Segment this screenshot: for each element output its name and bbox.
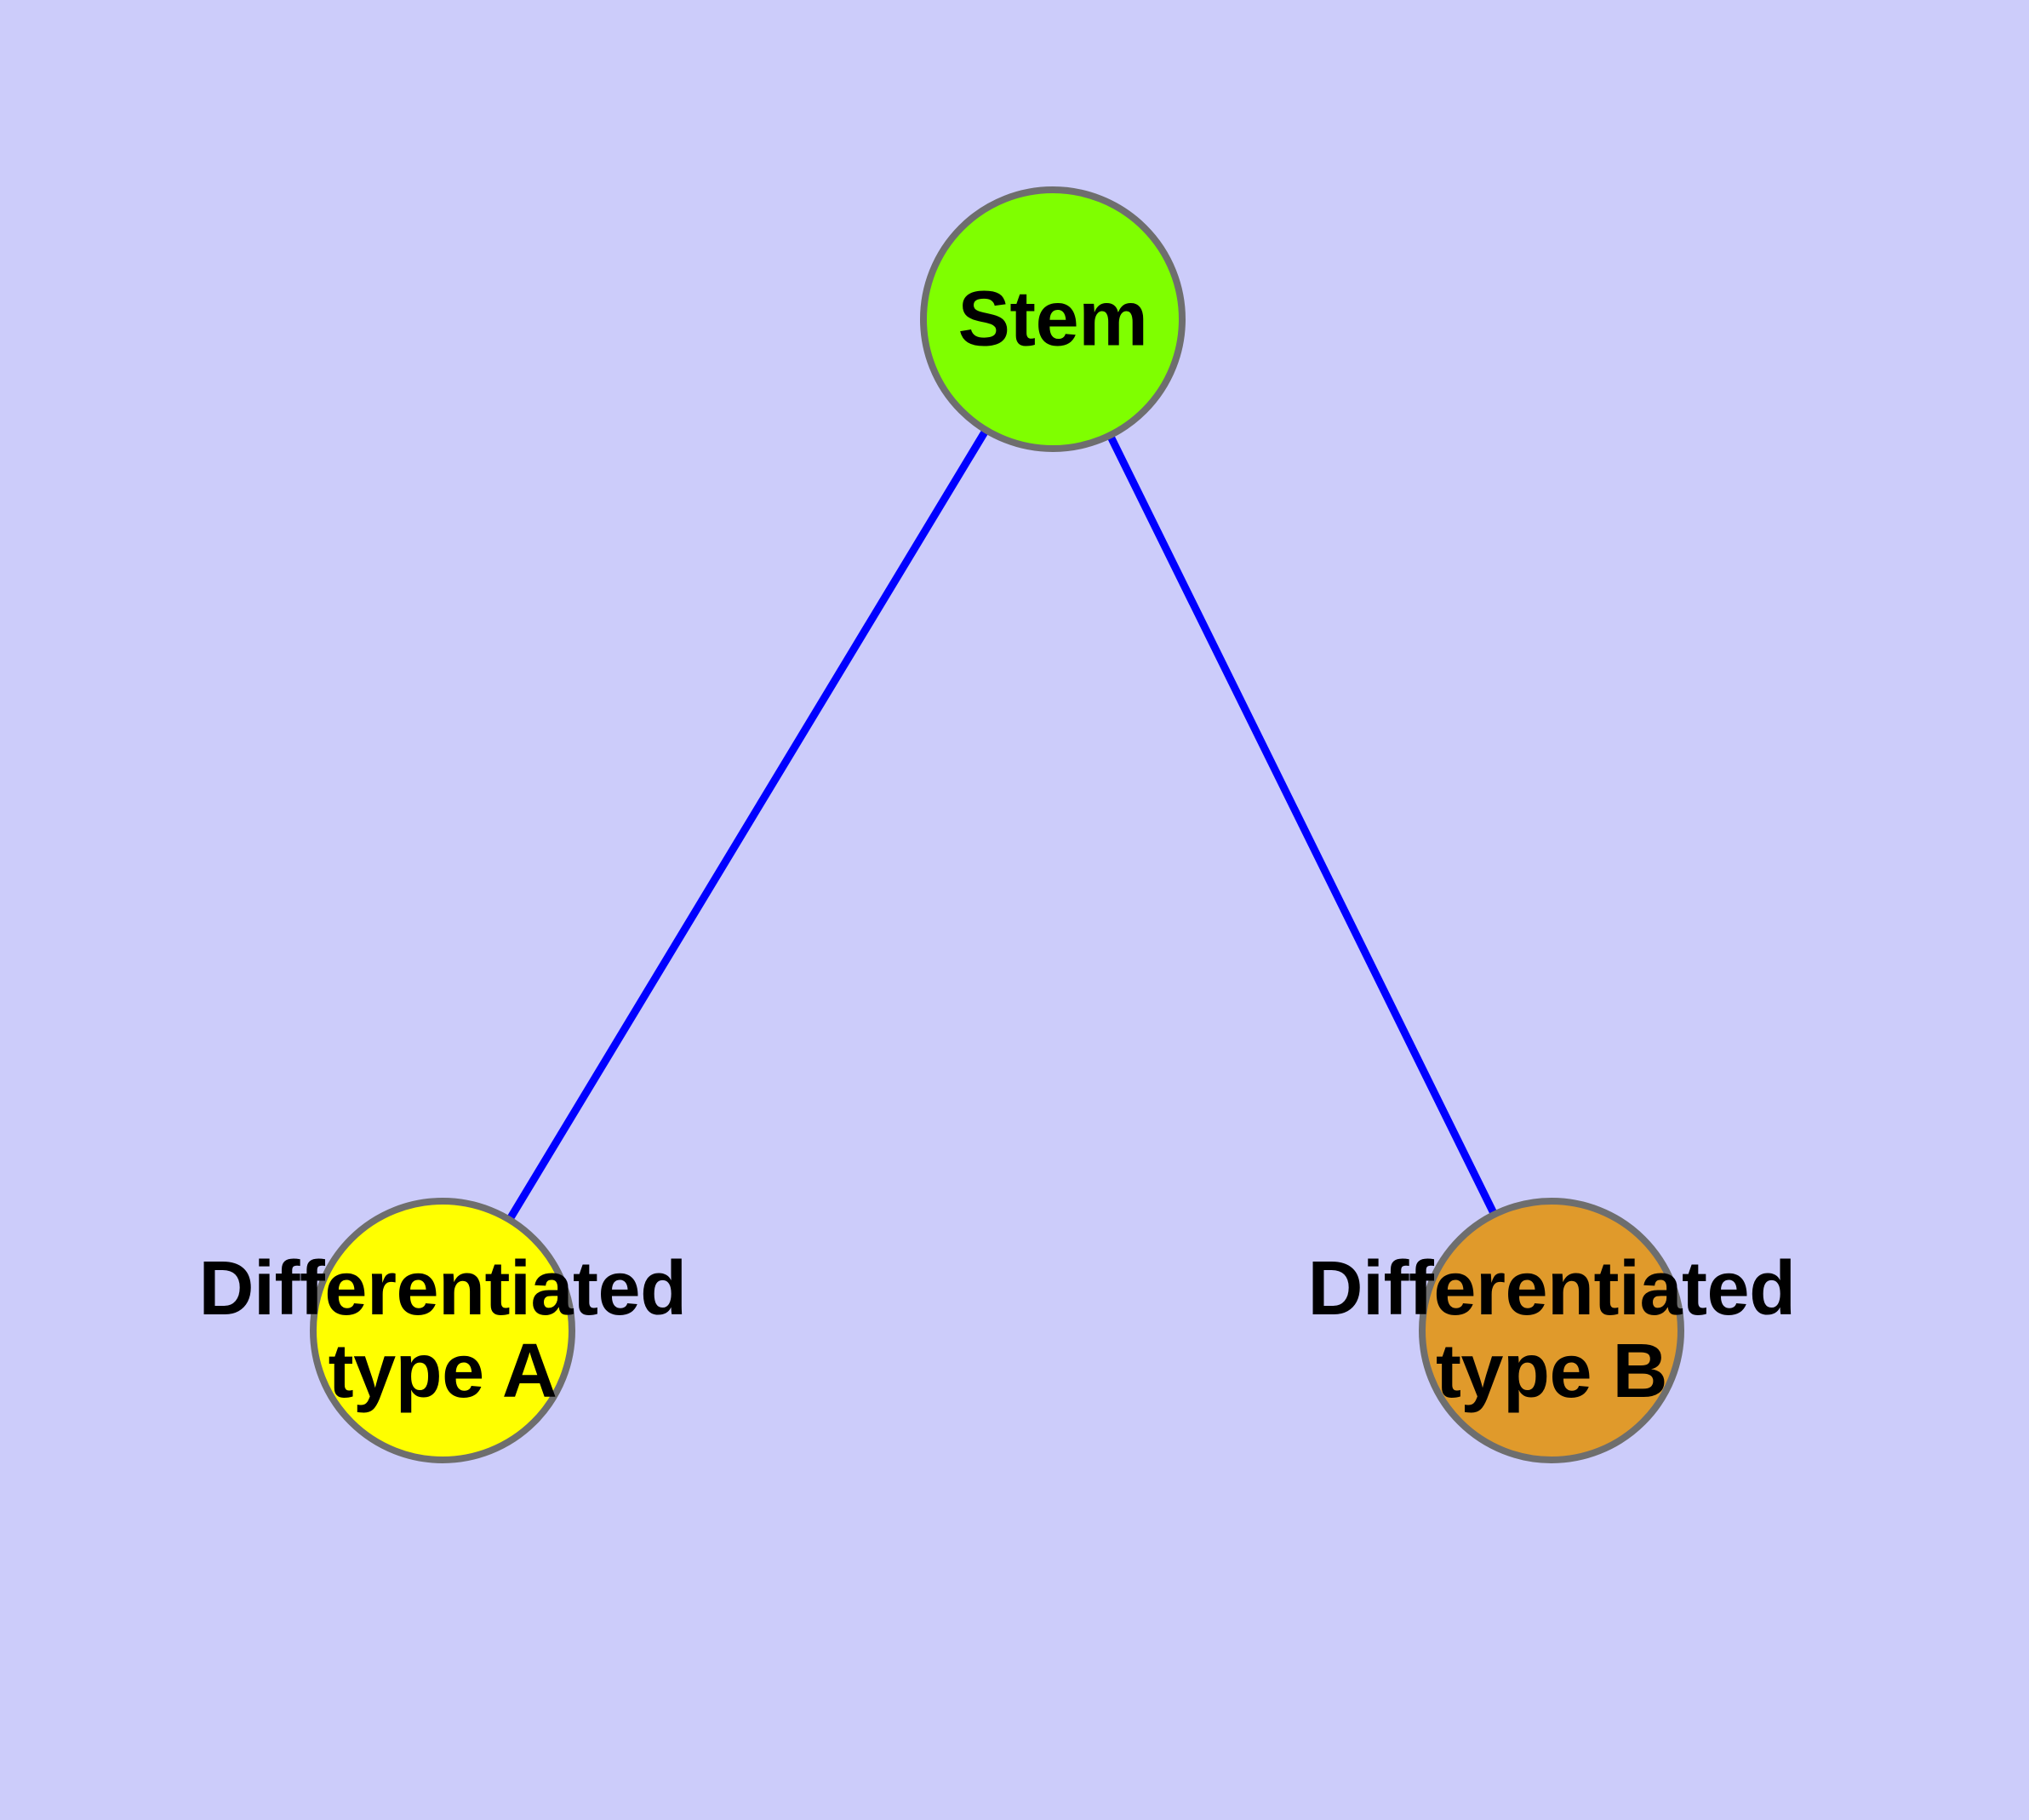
node-diff-a[interactable] xyxy=(310,1198,575,1463)
edge-stem-to-a[interactable] xyxy=(505,426,991,1223)
node-diff-b[interactable] xyxy=(1419,1198,1684,1463)
node-layer xyxy=(310,186,1684,1463)
edge-stem-to-b[interactable] xyxy=(1106,432,1499,1218)
node-stem[interactable] xyxy=(920,186,1186,452)
edge-layer xyxy=(505,426,1499,1223)
